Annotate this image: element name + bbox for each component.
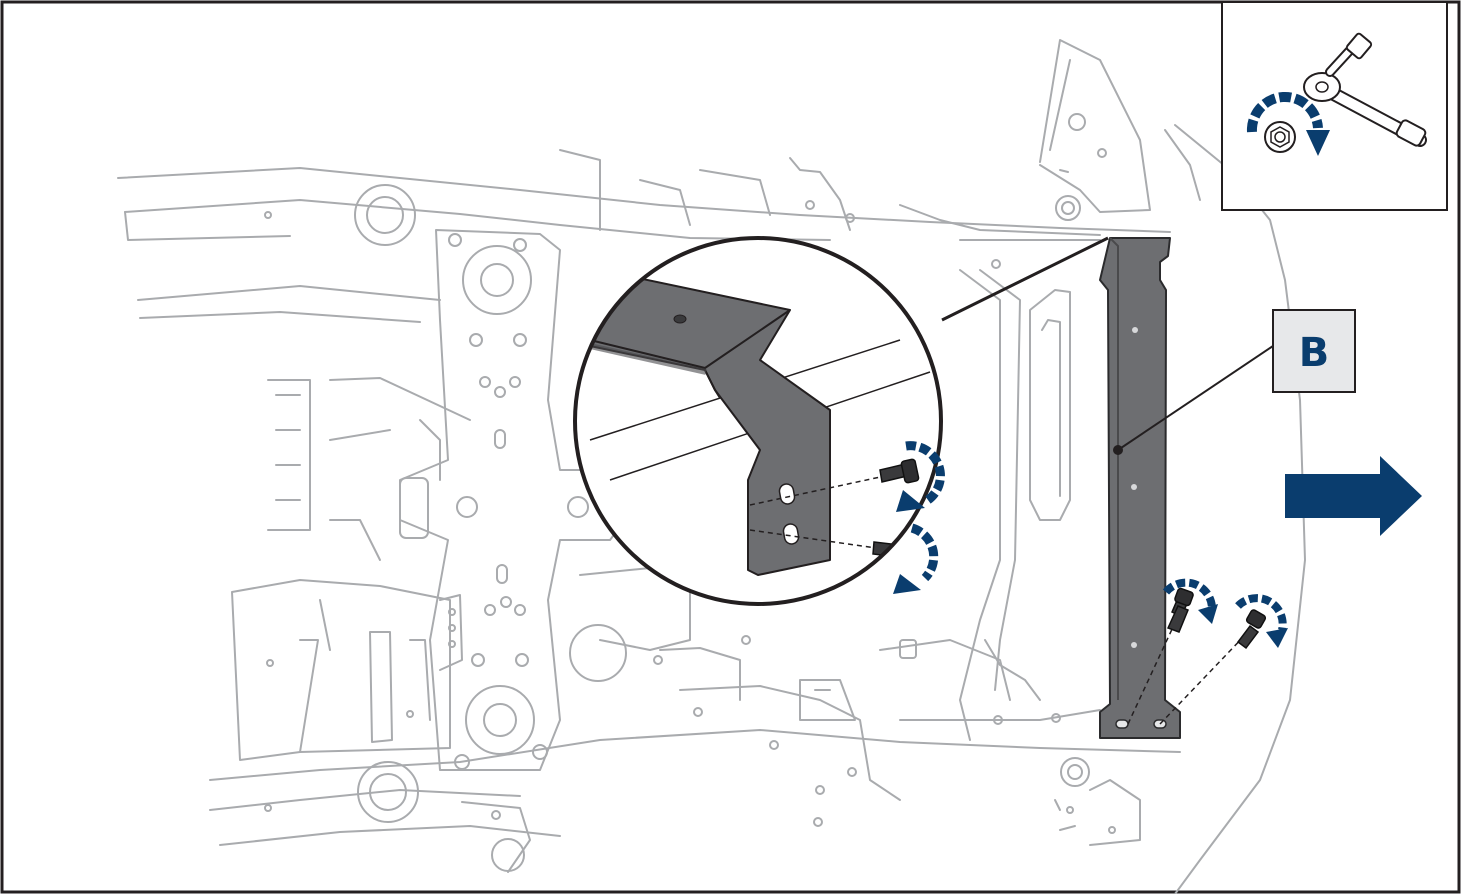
clockwise-rotation-arrow-icon (893, 574, 921, 594)
bolt-guide-line (1127, 611, 1181, 725)
bracket-part-b (1099, 237, 1181, 739)
bolt-icon (1236, 609, 1267, 650)
bolt-guide-line (1159, 631, 1249, 725)
clockwise-rotation-arrow-icon (1162, 578, 1216, 609)
hex-bolt-icon (1264, 121, 1296, 153)
direction-arrow-right-icon (1285, 456, 1422, 536)
label-leader-line (1117, 345, 1274, 451)
callout-label-b: B (1272, 309, 1356, 393)
clockwise-rotation-arrow-icon (1266, 628, 1288, 648)
clockwise-rotation-arrow-icon (910, 523, 939, 582)
clockwise-rotation-arrow-icon (896, 490, 925, 512)
clockwise-rotation-arrow-icon (1198, 604, 1218, 624)
tool-inset (1221, 1, 1448, 211)
magnifier-circle (573, 236, 943, 606)
hex-bolt-icon (1270, 126, 1290, 148)
clockwise-rotation-arrow-icon (1306, 130, 1330, 156)
clockwise-rotation-arrow-icon (1235, 594, 1287, 631)
magnifier-leader-line (941, 236, 1109, 322)
bolt-icon (1166, 587, 1194, 633)
ratchet-wrench-icon (1303, 32, 1427, 147)
callout-label-text: B (1299, 330, 1330, 376)
label-leader-dot (1113, 445, 1123, 455)
clockwise-rotation-arrow-icon (1246, 92, 1323, 133)
bolt-icon (879, 458, 920, 484)
